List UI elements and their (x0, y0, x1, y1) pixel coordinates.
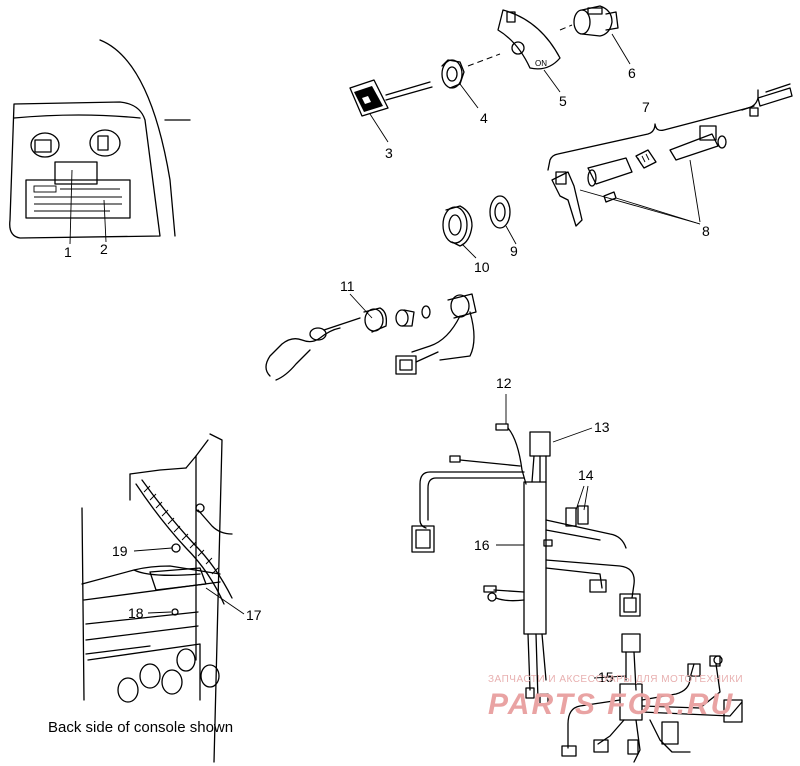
callout-13: 13 (594, 419, 610, 435)
callout-10: 10 (474, 259, 490, 275)
callout-18: 18 (128, 605, 144, 621)
console-back (81, 433, 233, 763)
callout-5: 5 (559, 93, 567, 109)
switch-plate: ON (497, 9, 561, 70)
callout-14: 14 (578, 467, 594, 483)
callout-17: 17 (246, 607, 262, 623)
sub-harness (561, 633, 743, 763)
watermark-tagline: ЗАПЧАСТИ И АКСЕССУАРЫ ДЛЯ МОТОТЕХНИКИ (488, 674, 743, 685)
switch-nut (441, 59, 465, 89)
wiring-harness (411, 423, 641, 705)
throttle-cable (741, 83, 793, 117)
switch-plate-on-text: ON (535, 59, 547, 68)
watermark: ЗАПЧАСТИ И АКСЕССУАРЫ ДЛЯ МОТОТЕХНИКИ PA… (488, 674, 743, 721)
callout-16: 16 (474, 537, 490, 553)
callout-7: 7 (642, 99, 650, 115)
callout-6: 6 (628, 65, 636, 81)
watermark-logo: PARTS FOR.RU (488, 688, 734, 721)
console-caption: Back side of console shown (48, 719, 233, 736)
callout-2: 2 (100, 241, 108, 257)
switch-knob (349, 79, 433, 117)
callout-4: 4 (480, 110, 488, 126)
bezel-ring (442, 205, 473, 247)
washer (489, 195, 511, 229)
switch-body (573, 5, 619, 37)
callout-3: 3 (385, 145, 393, 161)
callout-11: 11 (340, 278, 355, 294)
callout-8: 8 (702, 223, 710, 239)
key-switch-assembly (265, 293, 477, 381)
console-front (9, 39, 191, 245)
callout-12: 12 (496, 375, 512, 391)
callout-9: 9 (510, 243, 518, 259)
throttle-lever (551, 125, 727, 227)
callout-1: 1 (64, 244, 72, 260)
callout-19: 19 (112, 543, 128, 559)
